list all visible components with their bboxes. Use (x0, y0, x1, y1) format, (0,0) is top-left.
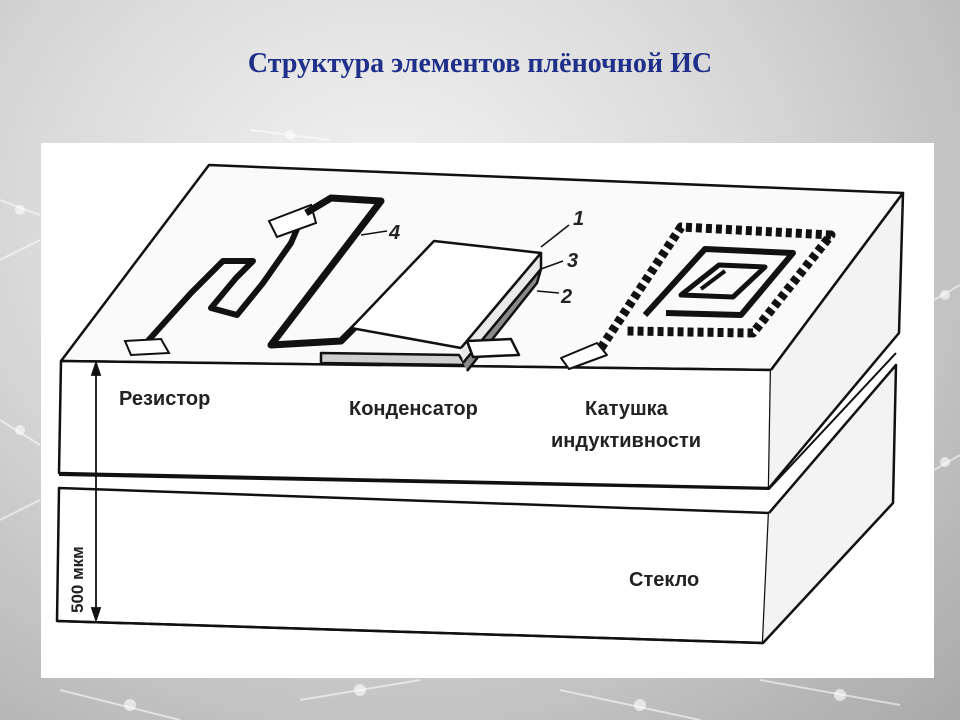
capacitor-contact (465, 337, 521, 359)
callout-4: 4 (388, 222, 400, 244)
callout-line-3 (540, 260, 564, 270)
callout-1: 1 (573, 208, 584, 230)
label-glass: Стекло (629, 569, 699, 591)
inductor-contact (560, 342, 608, 370)
resistor-contact-right (267, 203, 318, 239)
substrate-front-face (57, 359, 773, 490)
inductor-element (560, 222, 836, 370)
label-inductor-2: индуктивности (551, 430, 701, 452)
callout-line-2 (536, 290, 560, 294)
conductor-4 (267, 194, 385, 349)
label-capacitor: Конденсатор (349, 398, 478, 420)
substrate-side-face (768, 191, 905, 489)
label-inductor-1: Катушка (585, 398, 669, 420)
slide-title: Структура элементов плёночной ИС (247, 48, 713, 79)
callout-3: 3 (567, 250, 578, 272)
resistor-contact-left (123, 337, 171, 357)
label-thickness: 500 мкм (68, 546, 87, 613)
callout-line-4 (360, 230, 388, 236)
glass-top-edge (58, 352, 897, 490)
glass-front-face (55, 486, 771, 645)
callout-2: 2 (560, 286, 572, 308)
callout-line-1 (540, 224, 570, 248)
thickness-dimension (90, 360, 102, 623)
resistor-element (143, 213, 306, 346)
thin-film-ic-diagram: 1 3 2 4 Резистор Конденсатор Катушка инд… (41, 143, 934, 678)
glass-side-face (762, 363, 898, 644)
capacitor-element (319, 239, 543, 372)
ic-structure-drawing: 1 3 2 4 Резистор Конденсатор Катушка инд… (55, 163, 905, 645)
label-resistor: Резистор (119, 388, 210, 410)
